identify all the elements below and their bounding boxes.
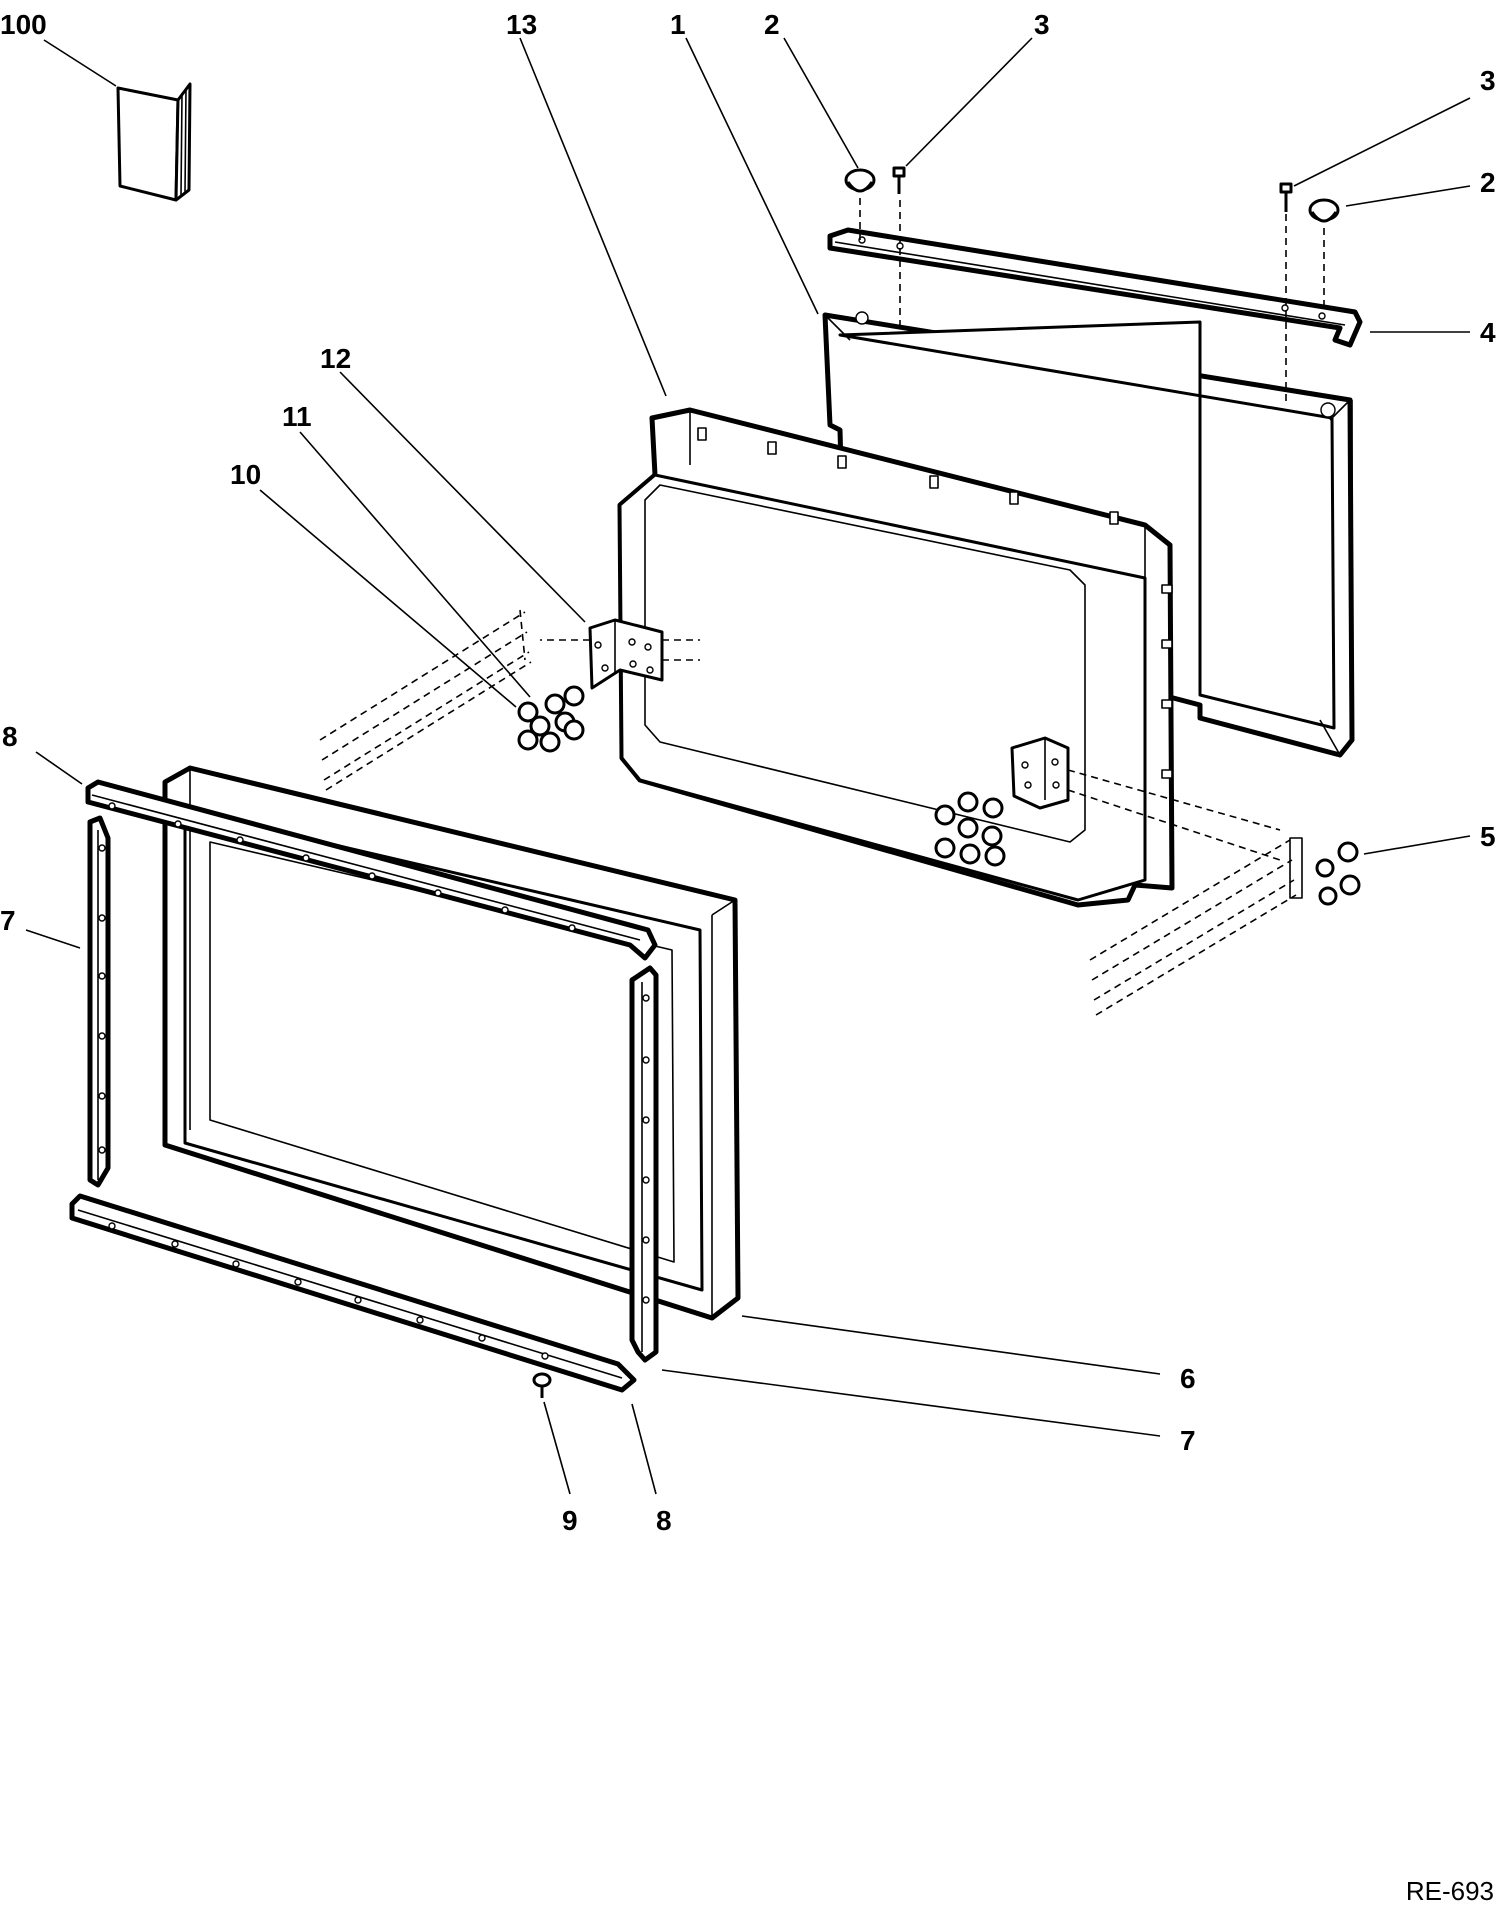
left-mount-bracket [540, 618, 700, 690]
document-code: RE-693 [1405, 1876, 1494, 1906]
callout-12: 12 [320, 343, 351, 374]
screw-left [892, 166, 906, 194]
callout-8-top: 8 [2, 721, 18, 752]
callout-3-right: 3 [1480, 65, 1496, 96]
top-trim-strip [85, 779, 658, 961]
left-rail [319, 609, 532, 791]
leader-lines [25, 37, 1471, 1495]
right-trim-strip [629, 965, 659, 1363]
bumper-left [844, 168, 876, 193]
callout-7-left: 7 [0, 905, 16, 936]
callout-6: 6 [1180, 1363, 1196, 1394]
callout-labels: 100 13 1 2 3 3 2 4 12 11 10 5 8 7 6 7 9 … [0, 9, 1496, 1536]
callout-7-right: 7 [1180, 1425, 1196, 1456]
callout-9: 9 [562, 1505, 578, 1536]
right-screws [1289, 837, 1361, 906]
callout-13: 13 [506, 9, 537, 40]
callout-8-bottom: 8 [656, 1505, 672, 1536]
left-screw-cluster [517, 685, 585, 753]
callout-2-left: 2 [764, 9, 780, 40]
callout-3-left: 3 [1034, 9, 1050, 40]
callout-2-right: 2 [1480, 167, 1496, 198]
left-trim-strip [87, 815, 111, 1188]
callout-5: 5 [1480, 821, 1496, 852]
right-mount-bracket [1010, 736, 1281, 861]
callout-100: 100 [0, 9, 47, 40]
bottom-trim-strip [69, 1193, 637, 1393]
top-bracket [827, 227, 1363, 348]
callout-4: 4 [1480, 317, 1496, 348]
right-screw-cluster-inner [934, 791, 1006, 867]
callout-1: 1 [670, 9, 686, 40]
fastener-guides-top [859, 198, 1325, 405]
callout-11: 11 [282, 401, 312, 432]
bumper-right [1308, 198, 1340, 223]
right-rail [1089, 839, 1297, 1016]
manual-booklet [116, 82, 192, 202]
trim-screw [532, 1372, 552, 1398]
screw-right [1279, 182, 1293, 212]
callout-10: 10 [230, 459, 261, 490]
